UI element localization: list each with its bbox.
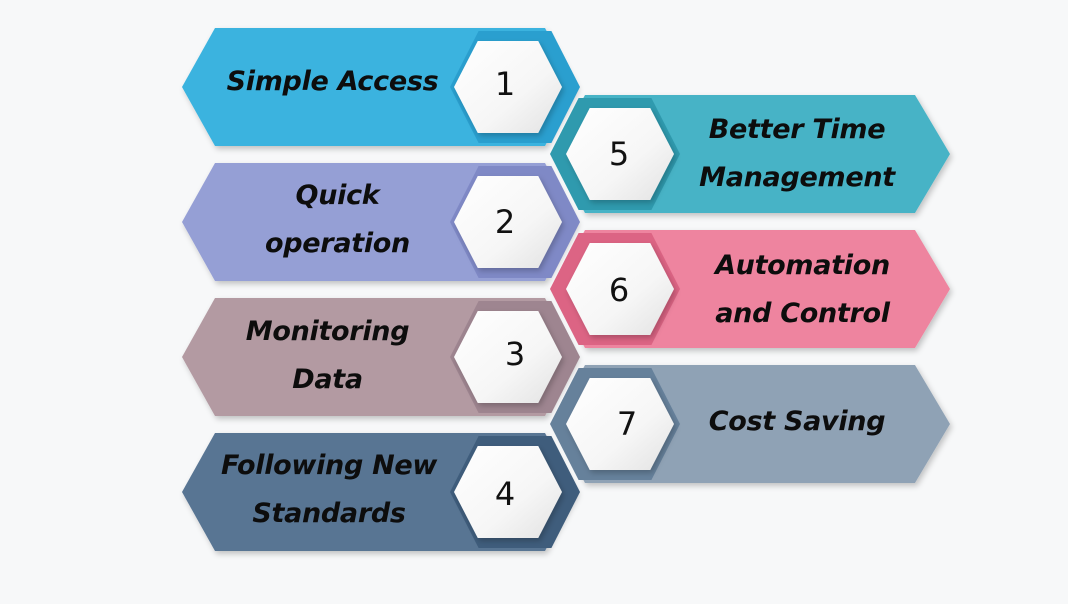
item-3-banner — [182, 298, 580, 416]
item-2-line2: operation — [265, 228, 410, 259]
number-hexagon — [454, 41, 562, 133]
number-hexagon — [566, 243, 674, 335]
item-2-number: 2 — [494, 203, 516, 241]
item-1-line1: Simple Access — [226, 66, 439, 97]
item-5-line2: Management — [699, 162, 895, 193]
item-7-line1: Cost Saving — [708, 406, 886, 437]
item-4-line1: Following New — [220, 450, 438, 481]
item-1-number: 1 — [494, 65, 516, 103]
item-4-line2: Standards — [252, 498, 406, 529]
item-3-line2: Data — [292, 364, 363, 395]
item-6-line2: and Control — [715, 298, 890, 329]
item-5-banner — [550, 95, 950, 213]
number-hexagon — [454, 446, 562, 538]
item-2-label: Quick operation — [210, 172, 465, 268]
number-hexagon — [454, 176, 562, 268]
item-4-label: Following New Standards — [198, 442, 460, 538]
item-3-line1: Monitoring — [245, 316, 410, 347]
item-1-label: Simple Access — [200, 58, 465, 106]
item-7-label: Cost Saving — [672, 398, 922, 446]
item-2-line1: Quick — [295, 180, 380, 211]
item-5-line1: Better Time — [708, 114, 886, 145]
item-2-banner — [182, 163, 580, 281]
item-6-number: 6 — [608, 271, 630, 309]
item-6-label: Automation and Control — [675, 242, 930, 338]
item-6-line1: Automation — [715, 250, 890, 281]
item-1-banner — [182, 28, 580, 146]
item-7-banner — [550, 365, 950, 483]
number-hexagon — [566, 108, 674, 200]
item-4-banner — [182, 433, 580, 551]
number-hexagon — [454, 311, 562, 403]
item-3-label: Monitoring Data — [200, 308, 455, 404]
item-4-number: 4 — [494, 475, 516, 513]
item-5-label: Better Time Management — [672, 106, 922, 202]
item-5-number: 5 — [608, 135, 630, 173]
item-6-banner — [550, 230, 950, 348]
number-hexagon — [566, 378, 674, 470]
item-7-number: 7 — [616, 405, 638, 443]
item-3-number: 3 — [504, 335, 526, 373]
